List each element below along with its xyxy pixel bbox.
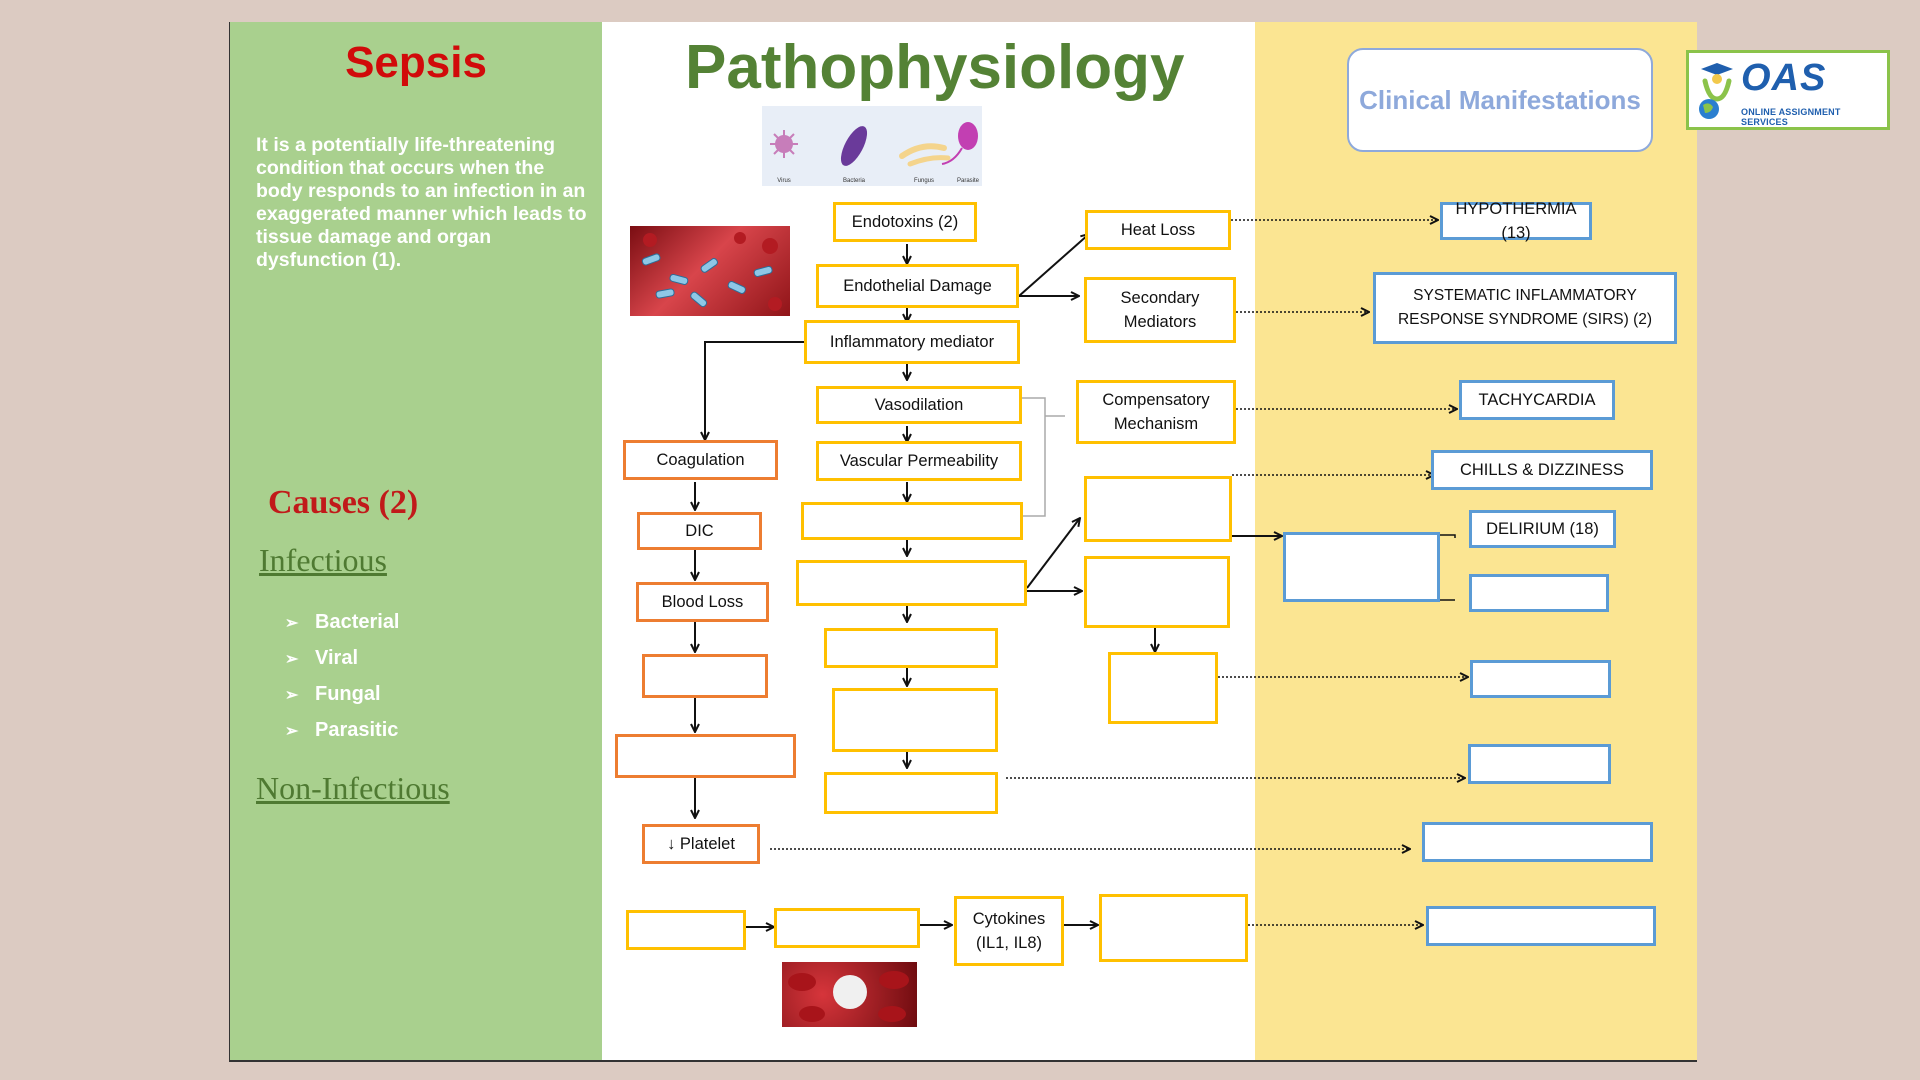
empty-box — [824, 628, 998, 668]
empty-box — [801, 502, 1023, 540]
sepsis-title: Sepsis — [345, 38, 487, 87]
empty-box — [1084, 556, 1230, 628]
clinical-manifestations-title: Clinical Manifestations — [1347, 48, 1653, 152]
endotoxins-box: Endotoxins (2) — [833, 202, 977, 242]
logo-name: OAS — [1741, 57, 1827, 99]
parasite-icon — [941, 122, 978, 165]
flowchart-connectors — [230, 22, 1697, 1060]
arrow-bullet-icon: ➢ — [285, 615, 299, 632]
empty-box — [774, 908, 920, 948]
logo-tagline: ONLINE ASSIGNMENT SERVICES — [1741, 107, 1841, 127]
arrow-bullet-icon: ➢ — [285, 651, 299, 668]
compensatory-mechanism-box: Compensatory Mechanism — [1076, 380, 1236, 444]
arrow-bullet-icon: ➢ — [285, 723, 299, 740]
list-item: ➢Bacterial — [285, 604, 400, 640]
microbe-label: Bacteria — [843, 178, 866, 184]
empty-box — [642, 654, 768, 698]
microbe-label: Virus — [777, 178, 791, 184]
vasodilation-box: Vasodilation — [816, 386, 1022, 424]
vascular-permeability-box: Vascular Permeability — [816, 441, 1022, 481]
endothelial-damage-box: Endothelial Damage — [816, 264, 1019, 308]
blood-loss-box: Blood Loss — [636, 582, 769, 622]
sepsis-description: It is a potentially life-threatening con… — [256, 134, 587, 271]
pathophysiology-title: Pathophysiology — [685, 33, 1185, 102]
empty-box — [1108, 652, 1218, 724]
empty-box — [615, 734, 796, 778]
chills-dizziness-box: CHILLS & DIZZINESS — [1431, 450, 1653, 490]
infectious-list: ➢Bacterial ➢Viral ➢Fungal ➢Parasitic — [285, 604, 400, 748]
virus-icon — [770, 130, 798, 158]
empty-box — [1084, 476, 1232, 542]
delirium-box: DELIRIUM (18) — [1469, 510, 1616, 548]
microbe-label: Parasite — [957, 178, 980, 184]
bacteria-icon — [840, 126, 868, 166]
empty-box — [824, 772, 998, 814]
arrow-bullet-icon: ➢ — [285, 687, 299, 704]
empty-box — [1470, 660, 1611, 698]
left-panel — [230, 22, 602, 1060]
infographic-page: Sepsis It is a potentially life-threaten… — [229, 22, 1697, 1062]
coagulation-box: Coagulation — [623, 440, 778, 480]
noninfectious-link[interactable]: Non-Infectious — [256, 770, 450, 806]
oas-logo: OAS ONLINE ASSIGNMENT SERVICES — [1686, 50, 1890, 130]
blood-vessel-image — [630, 226, 790, 316]
list-item: ➢Parasitic — [285, 712, 400, 748]
empty-box — [1468, 744, 1611, 784]
heat-loss-box: Heat Loss — [1085, 210, 1231, 250]
empty-box — [1283, 532, 1440, 602]
platelet-box: ↓ Platelet — [642, 824, 760, 864]
empty-box — [796, 560, 1027, 606]
microbe-label: Fungus — [914, 178, 934, 184]
fungus-icon — [899, 143, 951, 167]
cytokines-box: Cytokines (IL1, IL8) — [954, 896, 1064, 966]
empty-box — [1469, 574, 1609, 612]
tachycardia-box: TACHYCARDIA — [1459, 380, 1615, 420]
blood-cells-image — [782, 962, 917, 1027]
hypothermia-box: HYPOTHERMIA (13) — [1440, 200, 1592, 242]
graduate-globe-icon — [1699, 63, 1733, 119]
microbes-image: Virus Bacteria Fungus Parasite — [762, 106, 982, 186]
empty-box — [1426, 906, 1656, 946]
empty-box — [626, 910, 746, 950]
empty-box — [1099, 894, 1248, 962]
empty-box — [832, 688, 998, 752]
infectious-link[interactable]: Infectious — [259, 542, 387, 578]
secondary-mediators-box: Secondary Mediators — [1084, 277, 1236, 343]
list-item: ➢Fungal — [285, 676, 400, 712]
empty-box — [1422, 822, 1653, 862]
dic-box: DIC — [637, 512, 762, 550]
sirs-box: SYSTEMATIC INFLAMMATORY RESPONSE SYNDROM… — [1373, 272, 1677, 344]
inflammatory-mediator-box: Inflammatory mediator — [804, 320, 1020, 364]
list-item: ➢Viral — [285, 640, 400, 676]
causes-heading: Causes (2) — [268, 484, 419, 521]
